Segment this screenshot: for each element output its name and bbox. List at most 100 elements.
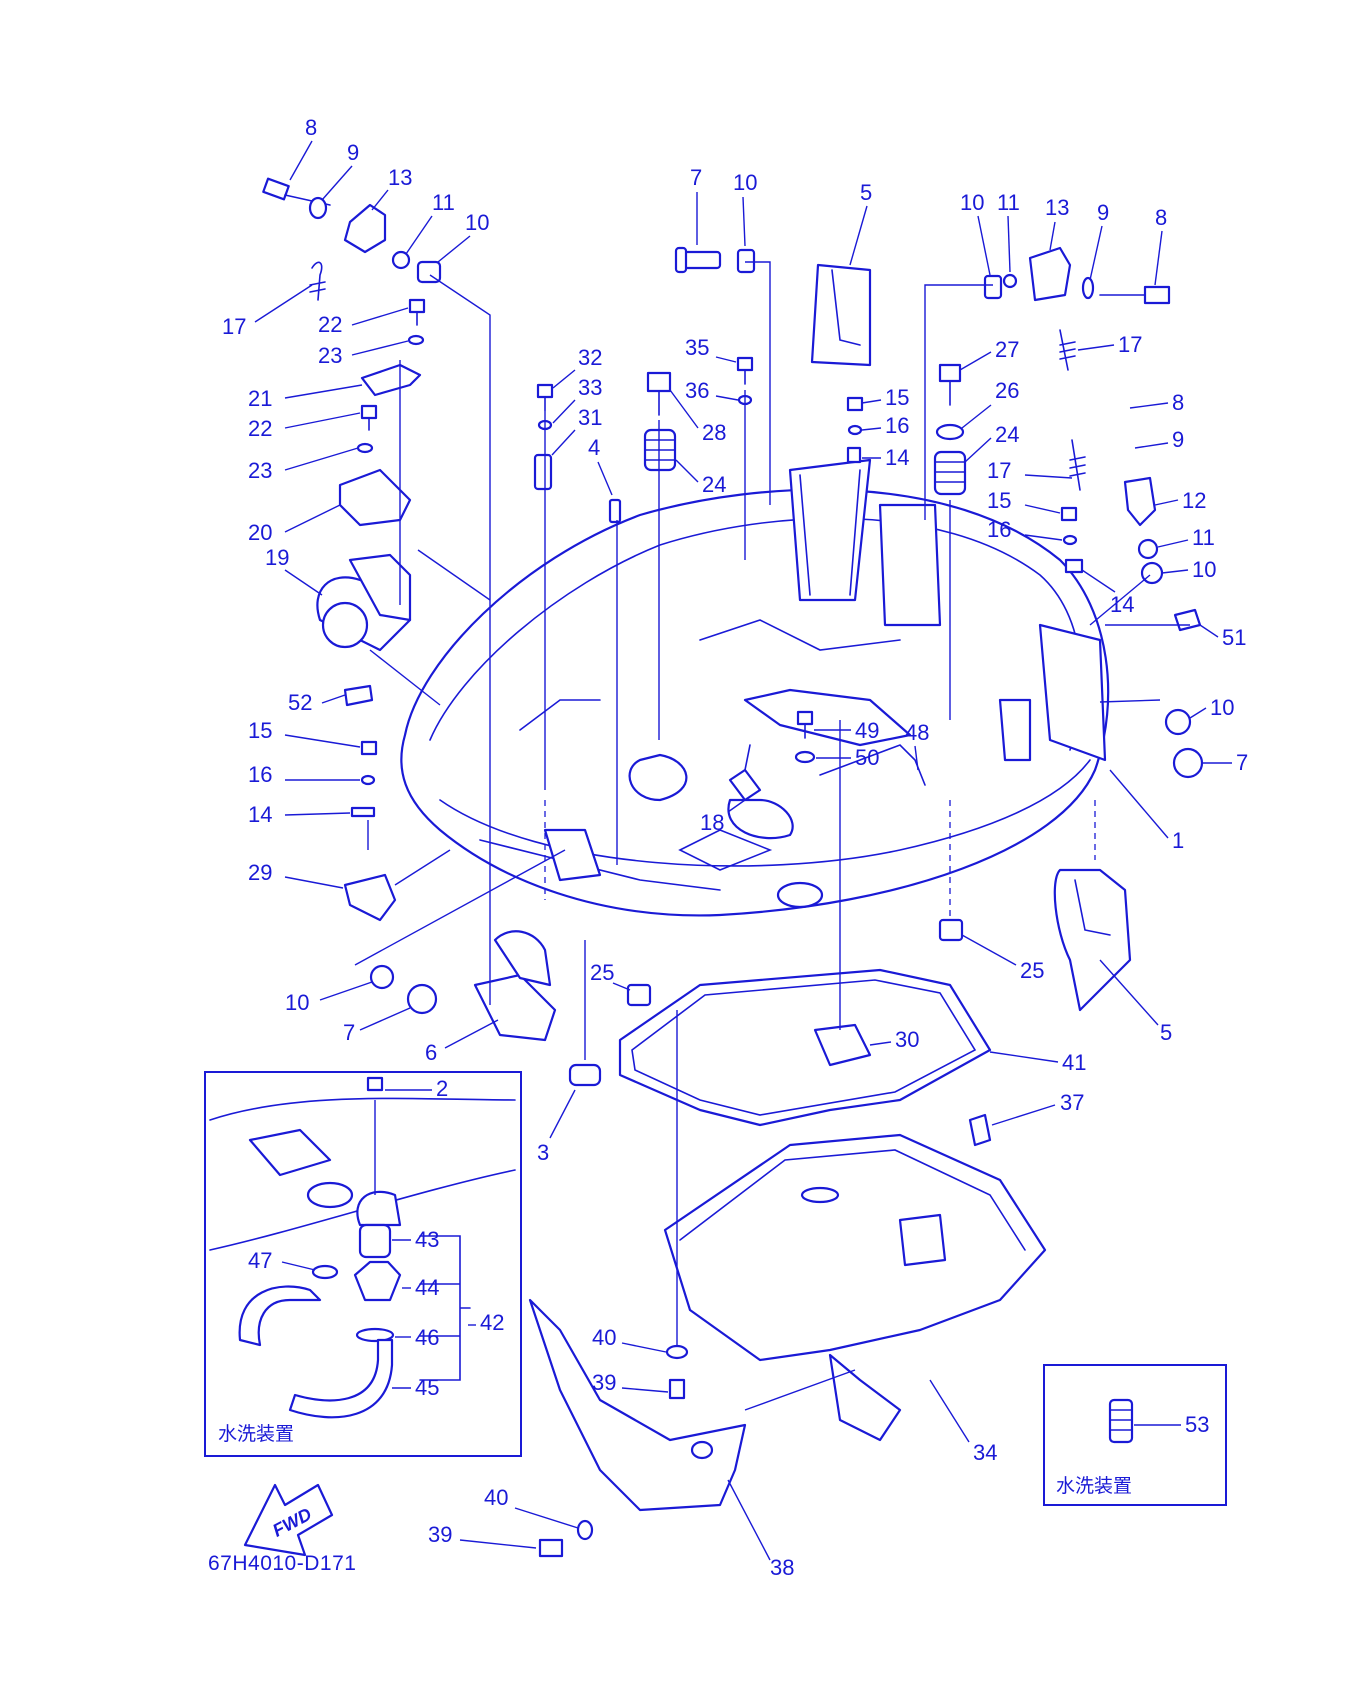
bolt-22-b <box>360 404 378 431</box>
inset-caption-left: 水洗装置 <box>218 1423 294 1445</box>
bolt-15-a <box>846 396 864 412</box>
callout: 23 <box>248 458 272 483</box>
callout: 10 <box>960 190 984 215</box>
bolt-27 <box>938 363 962 406</box>
callout: 31 <box>578 405 602 430</box>
callout: 38 <box>770 1555 794 1580</box>
stopper-37 <box>968 1113 992 1147</box>
bolt-15-b <box>1060 506 1078 522</box>
callout: 25 <box>1020 958 1044 983</box>
callout: 50 <box>855 745 879 770</box>
screw-39-a <box>668 1378 686 1400</box>
nut-11-c <box>1137 538 1159 560</box>
callout: 10 <box>1210 695 1234 720</box>
callout: 2 <box>436 1076 448 1101</box>
washer-16-c <box>360 774 376 786</box>
lever-6 <box>473 930 557 1042</box>
collar-25-a <box>938 918 964 942</box>
callout: 11 <box>997 190 1020 215</box>
washer-50 <box>794 750 816 764</box>
bolt-32 <box>536 383 554 411</box>
clamp-47 <box>311 1264 339 1280</box>
callout: 32 <box>578 345 602 370</box>
lower-pan-34 <box>663 1133 1047 1442</box>
hose-joint-18 <box>728 744 762 802</box>
callout: 9 <box>1097 200 1109 225</box>
callout: 17 <box>222 314 246 339</box>
washer-23-b <box>356 442 374 454</box>
callout: 19 <box>265 545 289 570</box>
clamp-46 <box>355 1327 395 1343</box>
bracket-12 <box>1123 476 1157 527</box>
hose-48 <box>819 744 926 786</box>
grommet-10-f <box>369 964 395 990</box>
nut-11-a <box>391 250 411 270</box>
grommet-3 <box>568 1063 602 1087</box>
inset-flush-kit-right <box>1043 1364 1227 1506</box>
grommet-10-e <box>1164 708 1192 736</box>
callout: 3 <box>537 1140 549 1165</box>
callout: 23 <box>318 343 342 368</box>
grommet-10-a <box>416 260 442 284</box>
callout: 39 <box>428 1522 452 1547</box>
hook-5-right <box>1053 868 1132 1012</box>
callout: 44 <box>415 1275 439 1300</box>
callout: 35 <box>685 335 709 360</box>
inset-caption-right: 水洗装置 <box>1056 1475 1132 1497</box>
callout: 13 <box>1045 195 1069 220</box>
bolt-8-right <box>1099 285 1171 305</box>
spring-17-right-b <box>1069 439 1086 491</box>
fwd-arrow-icon: FWD <box>243 1483 334 1557</box>
callout: 40 <box>592 1325 616 1350</box>
callout: 53 <box>1185 1412 1209 1437</box>
pin-7-a <box>674 246 722 274</box>
clip-14-a <box>846 446 862 464</box>
callout: 49 <box>855 718 879 743</box>
callout: 17 <box>987 458 1011 483</box>
callout: 11 <box>1192 525 1215 550</box>
callout: 47 <box>248 1248 272 1273</box>
callout: 9 <box>1172 427 1184 452</box>
callout: 29 <box>248 860 272 885</box>
lock-19 <box>316 553 412 652</box>
callout: 40 <box>484 1485 508 1510</box>
callout: 22 <box>318 312 342 337</box>
spring-17-left <box>309 261 326 301</box>
callout: 5 <box>860 180 872 205</box>
nut-44 <box>353 1260 402 1302</box>
callout: 21 <box>248 386 272 411</box>
callout: 46 <box>415 1325 439 1350</box>
callout: 16 <box>248 762 272 787</box>
bracket-13-right <box>1028 246 1072 302</box>
callout: 14 <box>248 802 272 827</box>
callout: 8 <box>1155 205 1167 230</box>
bottom-cowling <box>400 458 1110 917</box>
washer-23-a <box>407 334 425 346</box>
callout: 24 <box>702 472 726 497</box>
clip-14-c <box>350 806 376 818</box>
callout: 20 <box>248 520 272 545</box>
callout: 39 <box>592 1370 616 1395</box>
spring-17-right-a <box>1059 329 1076 371</box>
washer-26 <box>935 423 965 441</box>
callout: 6 <box>425 1040 437 1065</box>
grommet-24-b <box>933 450 967 496</box>
washer-40-a <box>665 1344 689 1360</box>
hook-5-top <box>810 263 872 367</box>
washer-16-b <box>1062 534 1078 546</box>
callout: 8 <box>305 115 317 140</box>
callout: 7 <box>343 1020 355 1045</box>
callout: 10 <box>1192 557 1216 582</box>
collar-31 <box>533 453 553 491</box>
hose-45 <box>238 1285 322 1347</box>
bracket-13-left <box>343 203 387 254</box>
callout: 7 <box>690 165 702 190</box>
callout: 5 <box>1160 1020 1172 1045</box>
callout: 10 <box>465 210 489 235</box>
diagram-code: 67H4010-D171 <box>208 1552 356 1575</box>
callout: 51 <box>1222 625 1246 650</box>
collar-25-b <box>626 983 652 1007</box>
callout: 15 <box>987 488 1011 513</box>
nut-11-b <box>1002 273 1018 289</box>
